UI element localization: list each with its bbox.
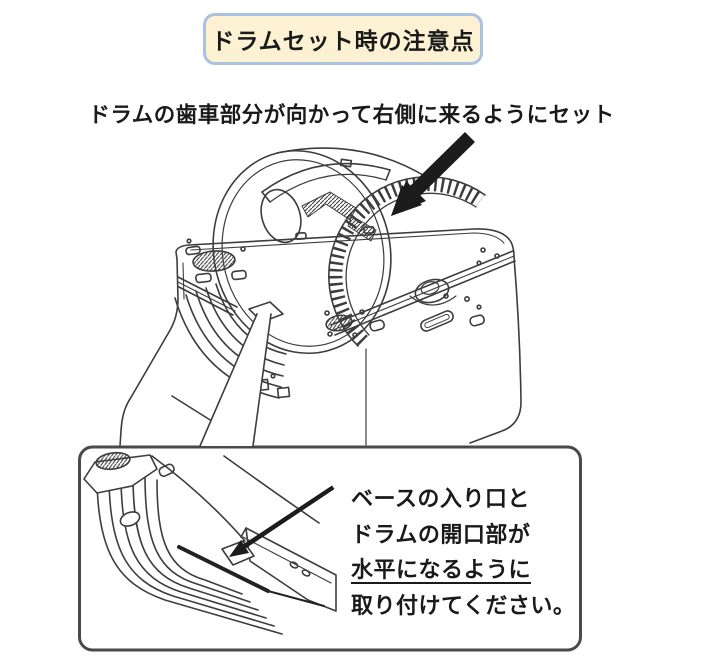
- callout-line-3: 水平になるように: [351, 557, 532, 582]
- machine-base: [119, 226, 522, 447]
- gear-pointer-arrow: [391, 132, 475, 216]
- drum: [174, 147, 429, 399]
- callout-line-1: ベースの入り口と: [351, 486, 530, 511]
- instruction-text: ドラムの歯車部分が向かって右側に来るようにセット: [88, 103, 615, 127]
- page-title-box: ドラムセット時の注意点: [203, 13, 483, 65]
- callout-line-4: 取り付けてください。: [351, 592, 576, 618]
- drum-gear: [328, 176, 486, 347]
- alignment-pointer-arrow: [229, 485, 335, 557]
- inset-illustration: [83, 451, 337, 635]
- callout-line-2: ドラムの開口部が: [351, 521, 531, 547]
- page-title: ドラムセット時の注意点: [211, 28, 475, 54]
- callout-text-block: ベースの入り口と ドラムの開口部が 水平になるように 取り付けてください。: [351, 481, 577, 623]
- callout-wedge: [199, 313, 272, 447]
